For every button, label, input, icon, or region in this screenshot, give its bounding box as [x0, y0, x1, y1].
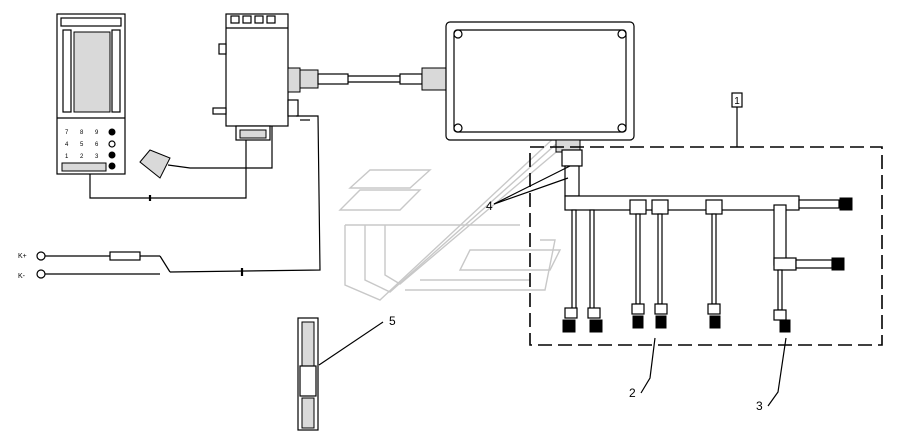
battery-leads: K+ K- [18, 251, 244, 280]
spare-tube [297, 317, 319, 431]
callout-5: 5 [389, 314, 396, 328]
link-cable [299, 67, 447, 91]
callout-4: 4 [486, 199, 493, 213]
terminal-positive-label: K+ [18, 253, 27, 260]
svg-text:9: 9 [95, 130, 99, 136]
control-terminal: 7 8 9 4 5 6 1 2 3 0 [56, 13, 126, 175]
svg-text:3: 3 [95, 154, 99, 160]
svg-text:5: 5 [80, 142, 84, 148]
wiring-harness [561, 149, 853, 333]
power-cable [169, 115, 321, 273]
callout-2: 2 [629, 386, 636, 400]
svg-text:8: 8 [80, 130, 84, 136]
callout-1: 1 [734, 96, 740, 107]
callout-3: 3 [756, 399, 763, 413]
watermark-logo [338, 94, 601, 301]
svg-text:2: 2 [80, 154, 84, 160]
dsub-plug [139, 120, 273, 179]
svg-text:4: 4 [65, 142, 69, 148]
ring-terminal-negative [36, 269, 46, 279]
callout-leaders [318, 165, 787, 407]
control-box [445, 21, 635, 153]
svg-text:6: 6 [95, 142, 99, 148]
ring-terminal-positive [36, 251, 46, 261]
harness-box: 1 [529, 92, 883, 346]
terminal-negative-label: K- [18, 273, 26, 280]
keypad: 7 8 9 4 5 6 1 2 3 0 [61, 128, 116, 172]
svg-text:7: 7 [65, 130, 69, 136]
svg-text:1: 1 [65, 154, 69, 160]
terminal-cable [89, 140, 247, 199]
junction-box [212, 13, 301, 141]
